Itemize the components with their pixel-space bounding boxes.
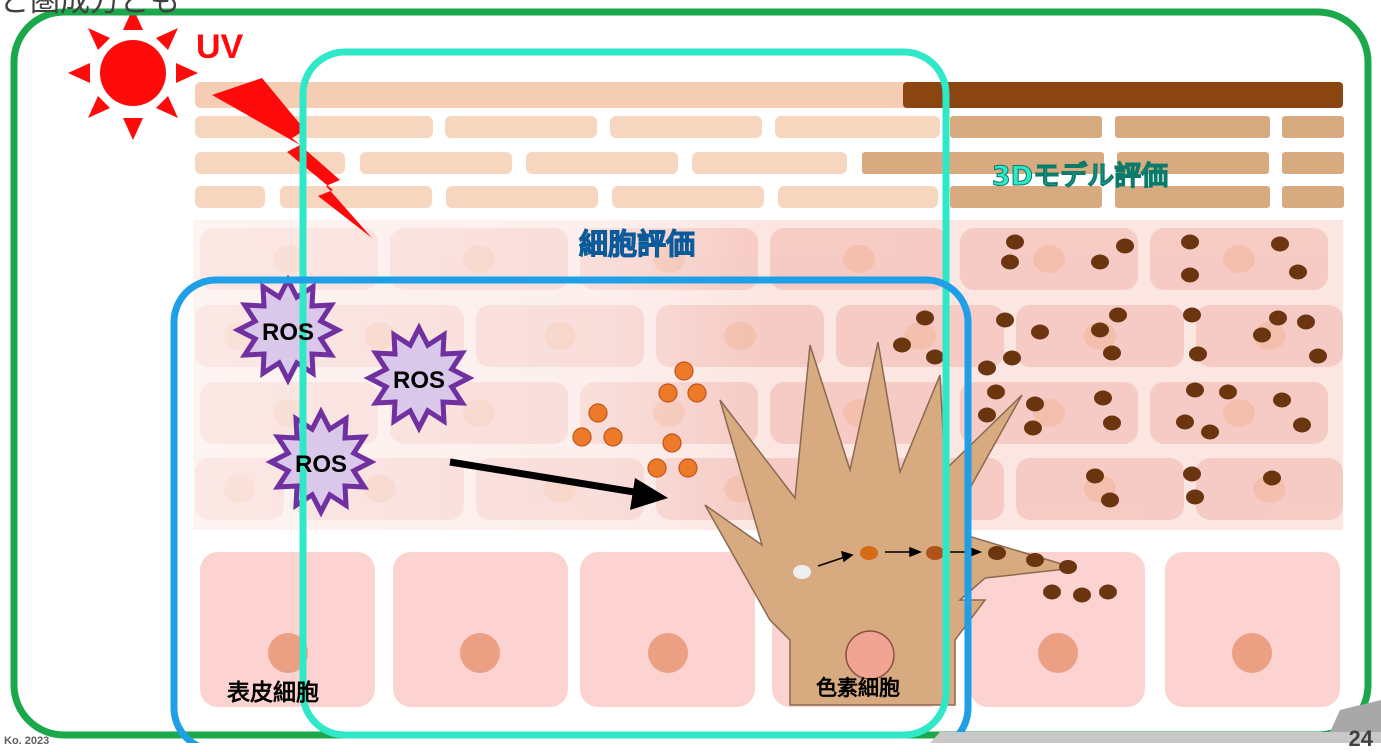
melanin-granule <box>987 384 1005 400</box>
tissue-eval-frame <box>170 276 972 743</box>
cell-nucleus <box>1033 245 1065 273</box>
ros-badge <box>232 274 344 386</box>
melanin-granule <box>996 312 1014 328</box>
slide-title-fragment: ど圏成方ども <box>0 0 180 19</box>
melanin-granule <box>1201 424 1219 440</box>
melanin-granule <box>1181 234 1199 250</box>
melanin-granules-dark <box>893 234 1327 603</box>
melanin-granule <box>1116 238 1134 254</box>
melanocyte-label: 色素細胞 <box>816 676 900 700</box>
cell-eval-label: 細胞評価 <box>579 227 695 261</box>
melanin-granule <box>1183 466 1201 482</box>
ros-label: ROS <box>393 367 445 394</box>
melanin-granule <box>1103 415 1121 431</box>
footer-corner <box>1330 700 1381 732</box>
melanin-granule <box>978 360 996 376</box>
melanin-granule <box>1269 310 1287 326</box>
melanin-granule <box>1263 470 1281 486</box>
melanin-granule <box>1297 314 1315 330</box>
melanin-granule <box>1006 234 1024 250</box>
ros-badge <box>265 406 377 518</box>
melanin-granules-orange <box>572 361 707 478</box>
melanin-granule <box>1094 390 1112 406</box>
footer-bar <box>930 732 1381 743</box>
melanin-granule <box>978 407 996 423</box>
melanin-granule <box>1253 327 1271 343</box>
melanin-granule <box>1176 414 1194 430</box>
melanin-granule <box>1073 587 1091 603</box>
footer-text: Ko. 2023 <box>4 735 50 747</box>
melanin-granule <box>1091 322 1109 338</box>
melanin-granule <box>1309 348 1327 364</box>
melanin-granule <box>1186 489 1204 505</box>
melanin-granule <box>1271 236 1289 252</box>
melanin-granule <box>1183 307 1201 323</box>
page-number: 24 <box>1348 726 1373 751</box>
melanin-granule <box>1189 346 1207 362</box>
melanin-granule <box>1024 420 1042 436</box>
melanocyte <box>704 341 1077 706</box>
cell-nucleus <box>1223 399 1255 427</box>
epidermal-cell-label: 表皮細胞 <box>227 679 319 706</box>
melanin-granule <box>1219 384 1237 400</box>
melanin-granule <box>1101 492 1119 508</box>
model-3d-label: 3Dモデル評価 <box>992 160 1168 192</box>
cell-nucleus <box>1223 245 1255 273</box>
sun-icon <box>68 8 198 140</box>
melanin-granule <box>1293 417 1311 433</box>
melanin-granule <box>1026 396 1044 412</box>
melanin-granule <box>893 337 911 353</box>
melanin-granule <box>1273 392 1291 408</box>
melanin-granule <box>1186 382 1204 398</box>
melanin-granule <box>1099 584 1117 600</box>
melanin-granule <box>1289 264 1307 280</box>
melanin-granule <box>1109 307 1127 323</box>
ros-badge <box>363 322 475 434</box>
stratum-corneum-layer <box>195 82 1344 208</box>
cell-eval-frame <box>299 48 950 739</box>
melanin-granule <box>1103 345 1121 361</box>
melanin-granule <box>1091 254 1109 270</box>
melanin-granule <box>1031 324 1049 340</box>
ros-label: ROS <box>262 319 314 346</box>
melanin-granule <box>1181 267 1199 283</box>
ros-label: ROS <box>295 451 347 478</box>
melanin-granule <box>1003 350 1021 366</box>
uv-lightning-icon <box>212 78 372 238</box>
transfer-arrow <box>449 458 668 510</box>
melanin-granule <box>1001 254 1019 270</box>
uv-label: UV <box>196 28 244 66</box>
melanin-granule <box>1043 584 1061 600</box>
melanin-granule <box>926 349 944 365</box>
melanin-granule <box>916 310 934 326</box>
melanin-granule <box>1086 468 1104 484</box>
